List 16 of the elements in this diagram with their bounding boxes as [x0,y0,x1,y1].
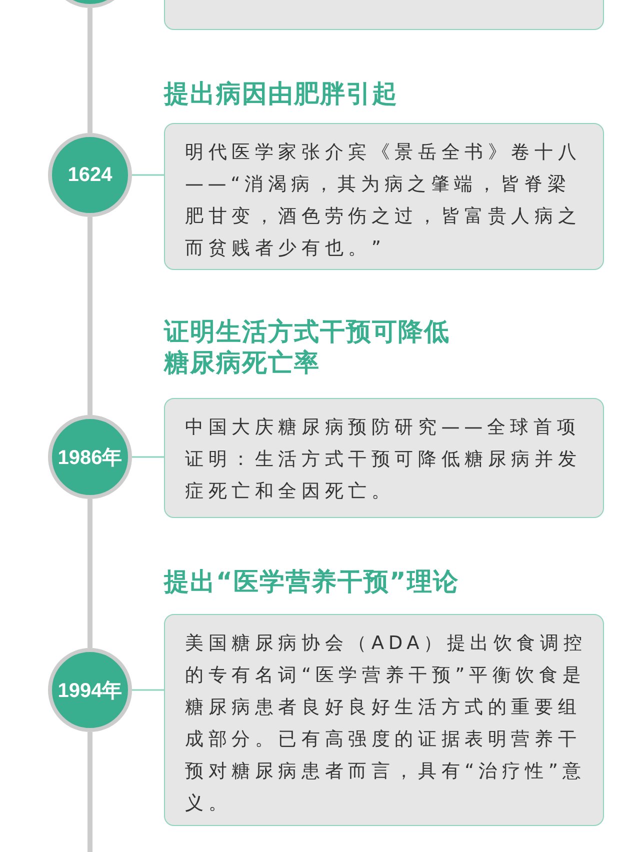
timeline-line [88,217,92,415]
timeline-line [88,732,92,852]
connector-line [132,689,164,691]
timeline-line [88,499,92,648]
event-description: 美国糖尿病协会（ADA）提出饮食调控的专有名词“医学营养干预”平衡饮食是糖尿病患者良好良好生活方式的重要组成部分。已有高强度的证据表明营养干预对糖尿病患者而言，具有“治疗性”意义。 [185,632,588,816]
connector-line [132,456,164,458]
year-label: 1994年 [58,678,122,704]
year-label: 1986年 [58,446,122,470]
event-heading: 提出“医学营养干预”理论 [164,566,460,597]
event-description: 中国大庆糖尿病预防研究——全球首项证明：生活方式干预可降低糖尿病并发症死亡和全因死亡。 [185,416,582,504]
event-description: 明代医学家张介宾《景岳全书》卷十八——“消渴病，其为病之肇端，皆脊梁肥甘变，酒色劳伤之过，皆富贵人病之而贫贱者少有也。” [185,141,582,261]
connector-line [132,174,164,176]
event-heading: 证明生活方式干预可降低糖尿病死亡率 [164,316,451,378]
event-heading: 提出病因由肥胖引起 [164,78,399,109]
timeline-line [88,8,92,133]
year-label: 1624 [68,164,112,186]
